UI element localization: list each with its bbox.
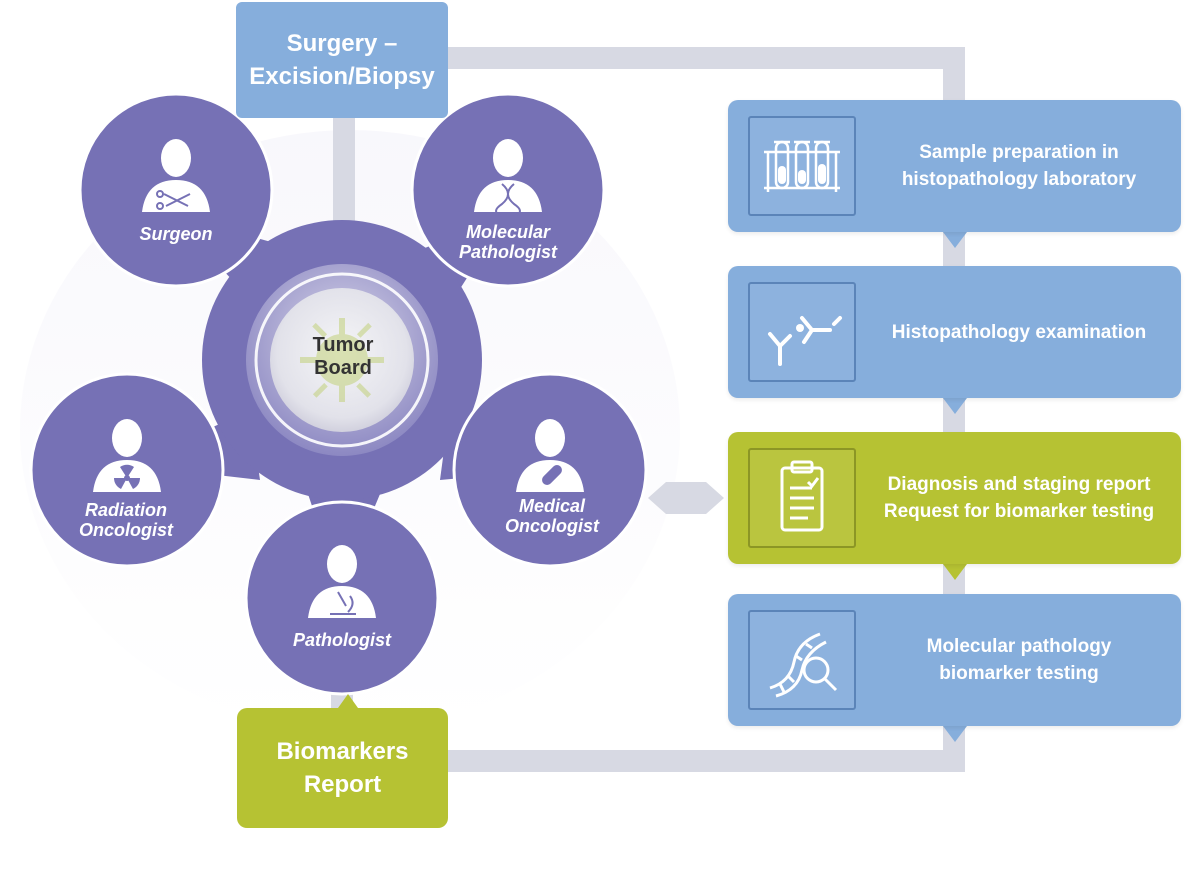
pill-icon	[542, 465, 562, 485]
person-icons	[93, 139, 584, 618]
connector-bottom	[445, 750, 965, 772]
biomarkers-line1: Biomarkers	[276, 738, 409, 765]
dna-small-icon	[495, 183, 521, 217]
antibody-icon	[748, 282, 856, 382]
radiation-oncologist-label-line1: Radiation	[84, 500, 167, 520]
medical-oncologist-label-line2: Oncologist	[505, 516, 599, 536]
step-pointer-green	[943, 564, 967, 580]
radiation-icon	[113, 464, 141, 489]
specialist-nodes	[29, 92, 648, 696]
radiation-oncologist-label-line2: Oncologist	[79, 520, 173, 540]
medical-oncologist-label: Medical Oncologist	[472, 496, 632, 536]
tumor-cell-icon	[300, 318, 384, 402]
surgery-line2: Excision/Biopsy	[249, 63, 435, 90]
radiation-oncologist-label: Radiation Oncologist	[46, 500, 206, 540]
surgery-line1: Surgery –	[286, 30, 398, 57]
step4-line2: biomarker testing	[939, 663, 1099, 684]
molecular-pathologist-label-line2: Pathologist	[459, 242, 557, 262]
connector-top	[448, 47, 964, 69]
molecular-pathologist-label: Molecular Pathologist	[428, 222, 588, 262]
biomarkers-line2: Report	[303, 771, 382, 798]
step1-line1: Sample preparation in	[919, 142, 1119, 163]
step3-line1: Diagnosis and staging report	[887, 474, 1151, 495]
pathologist-person-icon	[308, 545, 376, 618]
tumor-board-line2: Board	[314, 357, 372, 379]
step2-line1: Histopathology examination	[891, 321, 1147, 343]
scissors-icon	[156, 190, 191, 210]
connector-surgery-down	[333, 118, 355, 238]
step-pointers	[943, 232, 967, 742]
clipboard-icon	[748, 448, 856, 548]
surgeon-label-line1: Surgeon	[139, 224, 213, 244]
tumor-board-label: Tumor Board	[276, 334, 410, 380]
step-molecular-biomarker-testing: Molecular pathology biomarker testing	[728, 594, 1181, 726]
step-diagnosis-staging-report: Diagnosis and staging report Request for…	[728, 432, 1181, 564]
step3-line2: Request for biomarker testing	[883, 501, 1155, 522]
connector-double-arrow	[648, 482, 724, 514]
test-tubes-icon	[748, 116, 856, 216]
pathologist-label-line1: Pathologist	[293, 630, 391, 650]
biomarkers-pointer	[338, 694, 358, 708]
surgery-excision-biopsy-box: Surgery – Excision/Biopsy	[236, 2, 448, 118]
step-sample-preparation: Sample preparation in histopathology lab…	[728, 100, 1181, 232]
microscope-icon	[330, 591, 356, 615]
pathologist-label: Pathologist	[262, 630, 422, 650]
surgeon-label: Surgeon	[96, 224, 256, 244]
step4-line1: Molecular pathology	[926, 636, 1112, 657]
medical-oncologist-label-line1: Medical	[518, 496, 586, 516]
step1-line2: histopathology laboratory	[901, 169, 1137, 190]
step-histopathology-examination: Histopathology examination	[728, 266, 1181, 398]
tumor-board-line1: Tumor	[312, 334, 374, 356]
molecular-pathologist-label-line1: Molecular	[465, 222, 551, 242]
step-diagnosis-staging-label: Diagnosis and staging report Request for…	[863, 432, 1175, 564]
biomarkers-report-box: Biomarkers Report	[237, 708, 448, 828]
step-molecular-biomarker-label: Molecular pathology biomarker testing	[863, 594, 1175, 726]
step-sample-preparation-label: Sample preparation in histopathology lab…	[863, 100, 1175, 232]
step-histopathology-examination-label: Histopathology examination	[863, 266, 1175, 398]
dna-magnifier-icon	[748, 610, 856, 710]
